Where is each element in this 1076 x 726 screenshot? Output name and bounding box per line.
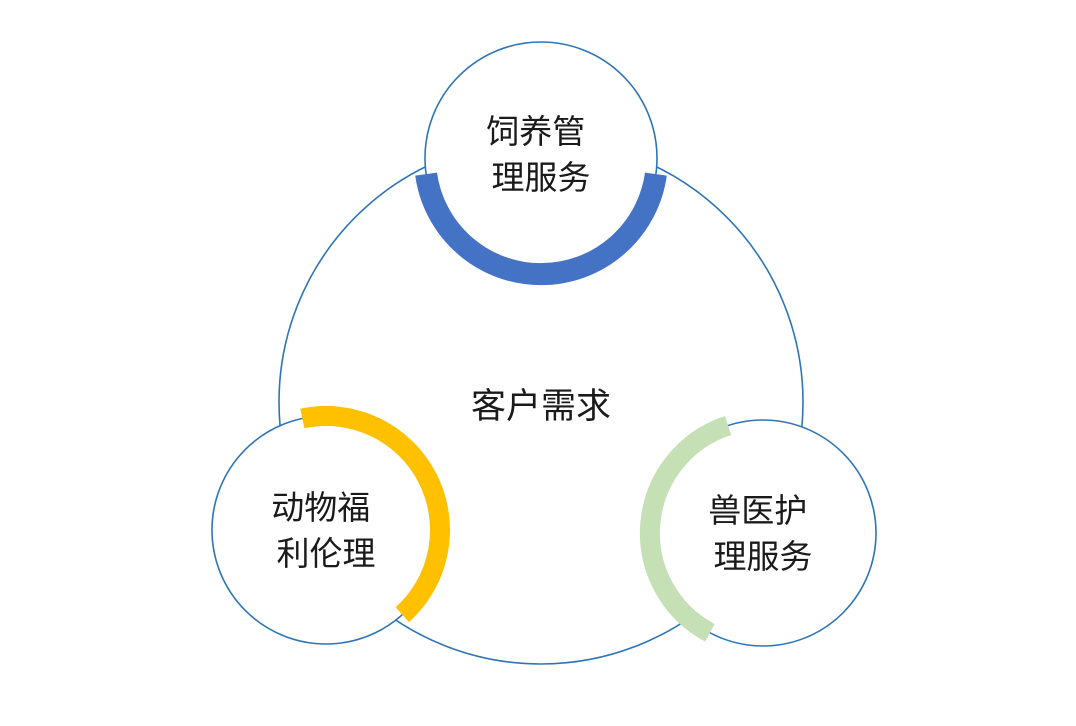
svg-text:动物福 利伦理: 动物福 利伦理: [271, 488, 381, 573]
node-accent-arc: [639, 415, 732, 642]
node-animal-welfare: 动物福 利伦理: [211, 406, 450, 645]
node-accent-arc: [415, 172, 667, 286]
node-vet-care: 兽医护 理服务: [639, 415, 877, 647]
node-label-line-1: 动物福: [271, 488, 370, 527]
node-accent-arc: [300, 406, 450, 623]
node-label-line-1: 饲养管: [486, 112, 585, 151]
node-label-line-1: 兽医护: [708, 491, 807, 530]
center-label: 客户需求: [471, 387, 611, 427]
node-feeding-management: 饲养管 理服务: [415, 41, 667, 286]
svg-text:兽医护 理服务: 兽医护 理服务: [708, 491, 818, 576]
node-label-line-2: 利伦理: [277, 534, 376, 573]
node-label-line-2: 理服务: [492, 158, 591, 197]
node-label-line-2: 理服务: [714, 537, 813, 576]
svg-text:饲养管 理服务: 饲养管 理服务: [486, 112, 596, 197]
